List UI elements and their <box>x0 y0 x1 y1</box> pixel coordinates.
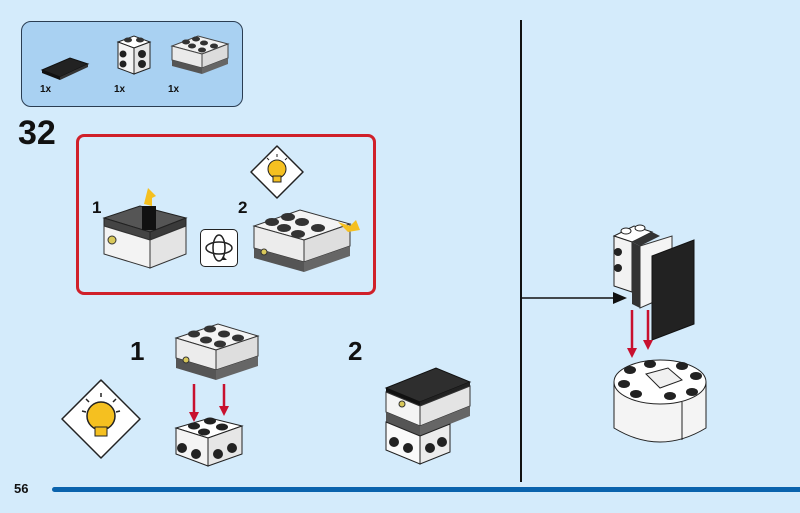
callout-box <box>76 134 376 295</box>
substep-number: 2 <box>348 336 363 366</box>
side-assembly-model <box>612 224 695 341</box>
callout-substep-number: 1 <box>92 198 102 217</box>
step-number: 32 <box>18 114 56 152</box>
black-tile-part <box>40 57 90 80</box>
light-brick-upside-down <box>102 188 188 269</box>
part-quantity: 1x <box>168 84 180 95</box>
light-brick-button-press <box>252 209 360 272</box>
light-brick-model <box>174 323 260 380</box>
pointer-arrow <box>521 292 627 304</box>
placement-arrows <box>189 384 229 422</box>
white-brick-part <box>116 35 152 75</box>
light-bulb-icon <box>250 145 304 199</box>
part-quantity: 1x <box>114 84 126 95</box>
combined-assembly <box>384 367 472 465</box>
callout-substep-number: 2 <box>238 198 248 217</box>
page-divider <box>520 20 522 482</box>
footer-bar <box>52 487 800 492</box>
light-bulb-icon <box>61 379 141 459</box>
substep-number: 1 <box>130 336 145 366</box>
page-number: 56 <box>14 481 29 496</box>
light-brick-part <box>170 35 230 74</box>
part-quantity: 1x <box>40 84 52 95</box>
white-brick-model <box>174 417 244 467</box>
round-brick-base <box>613 359 707 443</box>
placement-arrows <box>627 310 653 358</box>
parts-list-box: 1x 1x 1x <box>21 21 243 107</box>
rotate-model-icon <box>200 229 238 267</box>
